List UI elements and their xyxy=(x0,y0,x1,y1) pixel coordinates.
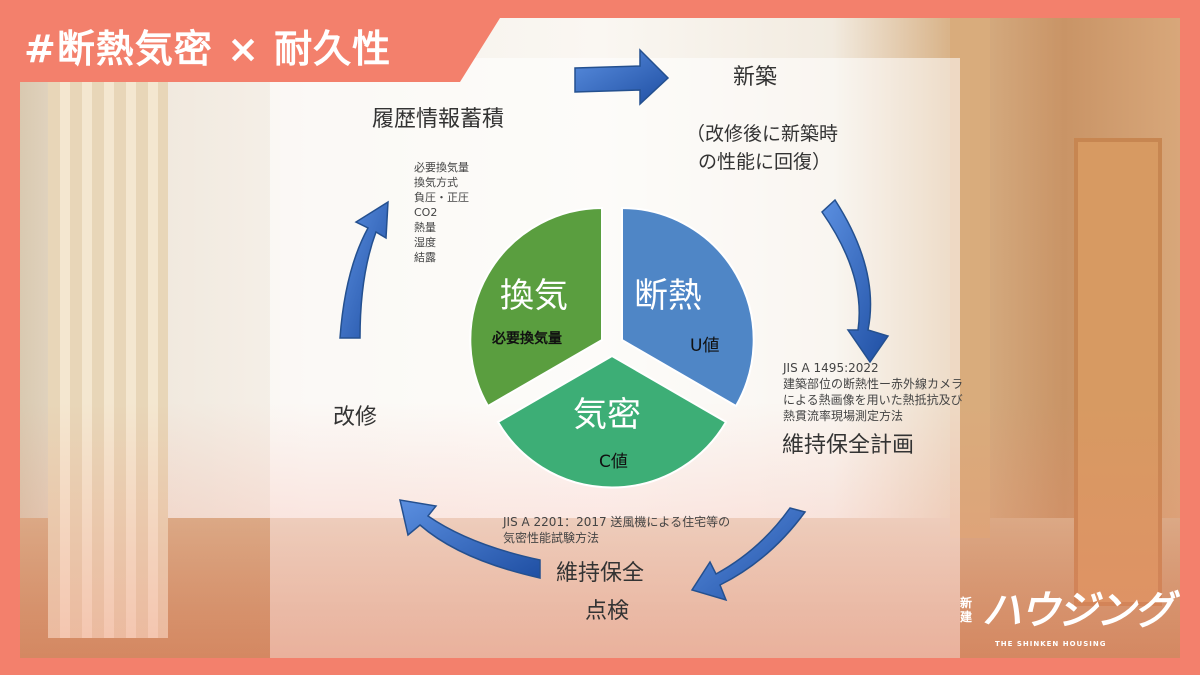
jis-line: 気密性能試験方法 xyxy=(503,531,600,545)
jis-line: による熱画像を用いた熱抵抗及び xyxy=(783,393,963,407)
item: 熱量 xyxy=(414,221,436,234)
logo-main: ハウジング xyxy=(982,588,1174,634)
insulation-sub: U値 xyxy=(690,336,720,356)
inspection-label: 点検 xyxy=(585,599,630,624)
airtight-sub: C値 xyxy=(599,452,628,472)
note-line: （改修後に新築時 xyxy=(686,123,839,145)
ventilation-label: 換気 xyxy=(500,276,568,316)
airtight-label: 気密 xyxy=(573,395,641,435)
jis-line: JIS A 2201：2017 送風機による住宅等の xyxy=(503,515,731,529)
new-build-note: （改修後に新築時 の性能に回復） xyxy=(686,120,838,176)
item: CO2 xyxy=(414,206,438,219)
arrow-right xyxy=(821,198,890,364)
pie-insulation xyxy=(621,206,755,408)
new-build-label: 新築 xyxy=(733,65,778,90)
logo-kanji: 新建 xyxy=(960,596,973,624)
curtain xyxy=(48,78,168,638)
pie-airtight xyxy=(496,354,728,489)
item: 結露 xyxy=(414,251,436,264)
logo-sub: THE SHINKEN HOUSING xyxy=(995,640,1107,648)
arrow-bottom-right xyxy=(690,507,807,602)
ventilation-items: 必要換気量 換気方式 負圧・正圧 CO2 熱量 湿度 結露 xyxy=(414,160,469,265)
logo: 新建 ハウジング THE SHINKEN HOUSING xyxy=(960,588,1180,654)
item: 換気方式 xyxy=(414,176,458,189)
title-banner: #断熱気密 × 耐久性 xyxy=(0,18,500,82)
jis-line: JIS A 1495:2022 xyxy=(783,361,879,375)
background-photo xyxy=(20,18,1180,658)
pie-ventilation xyxy=(469,206,603,408)
wood-door xyxy=(1074,138,1162,606)
item: 必要換気量 xyxy=(414,161,469,174)
item: 湿度 xyxy=(414,236,436,249)
maintenance-plan-label: 維持保全計画 xyxy=(782,433,915,458)
note-line: の性能に回復） xyxy=(698,151,832,173)
jis-line: 建築部位の断熱性ー赤外線カメラ xyxy=(783,377,964,391)
maintenance-label: 維持保全 xyxy=(556,561,645,586)
jis-airtight: JIS A 2201：2017 送風機による住宅等の 気密性能試験方法 xyxy=(503,514,730,546)
arrow-left xyxy=(339,200,389,339)
banner-title: #断熱気密 × 耐久性 xyxy=(24,27,392,71)
arrow-bottom-left xyxy=(399,499,541,579)
jis-line: 熱貫流率現場測定方法 xyxy=(783,409,904,423)
history-label: 履歴情報蓄積 xyxy=(372,107,505,132)
insulation-label: 断熱 xyxy=(634,276,702,316)
jis-insulation: JIS A 1495:2022 建築部位の断熱性ー赤外線カメラ による熱画像を用… xyxy=(783,360,963,424)
ventilation-sub: 必要換気量 xyxy=(492,331,562,347)
item: 負圧・正圧 xyxy=(414,191,469,204)
arrow-top xyxy=(574,48,670,106)
renovation-label: 改修 xyxy=(333,405,378,430)
